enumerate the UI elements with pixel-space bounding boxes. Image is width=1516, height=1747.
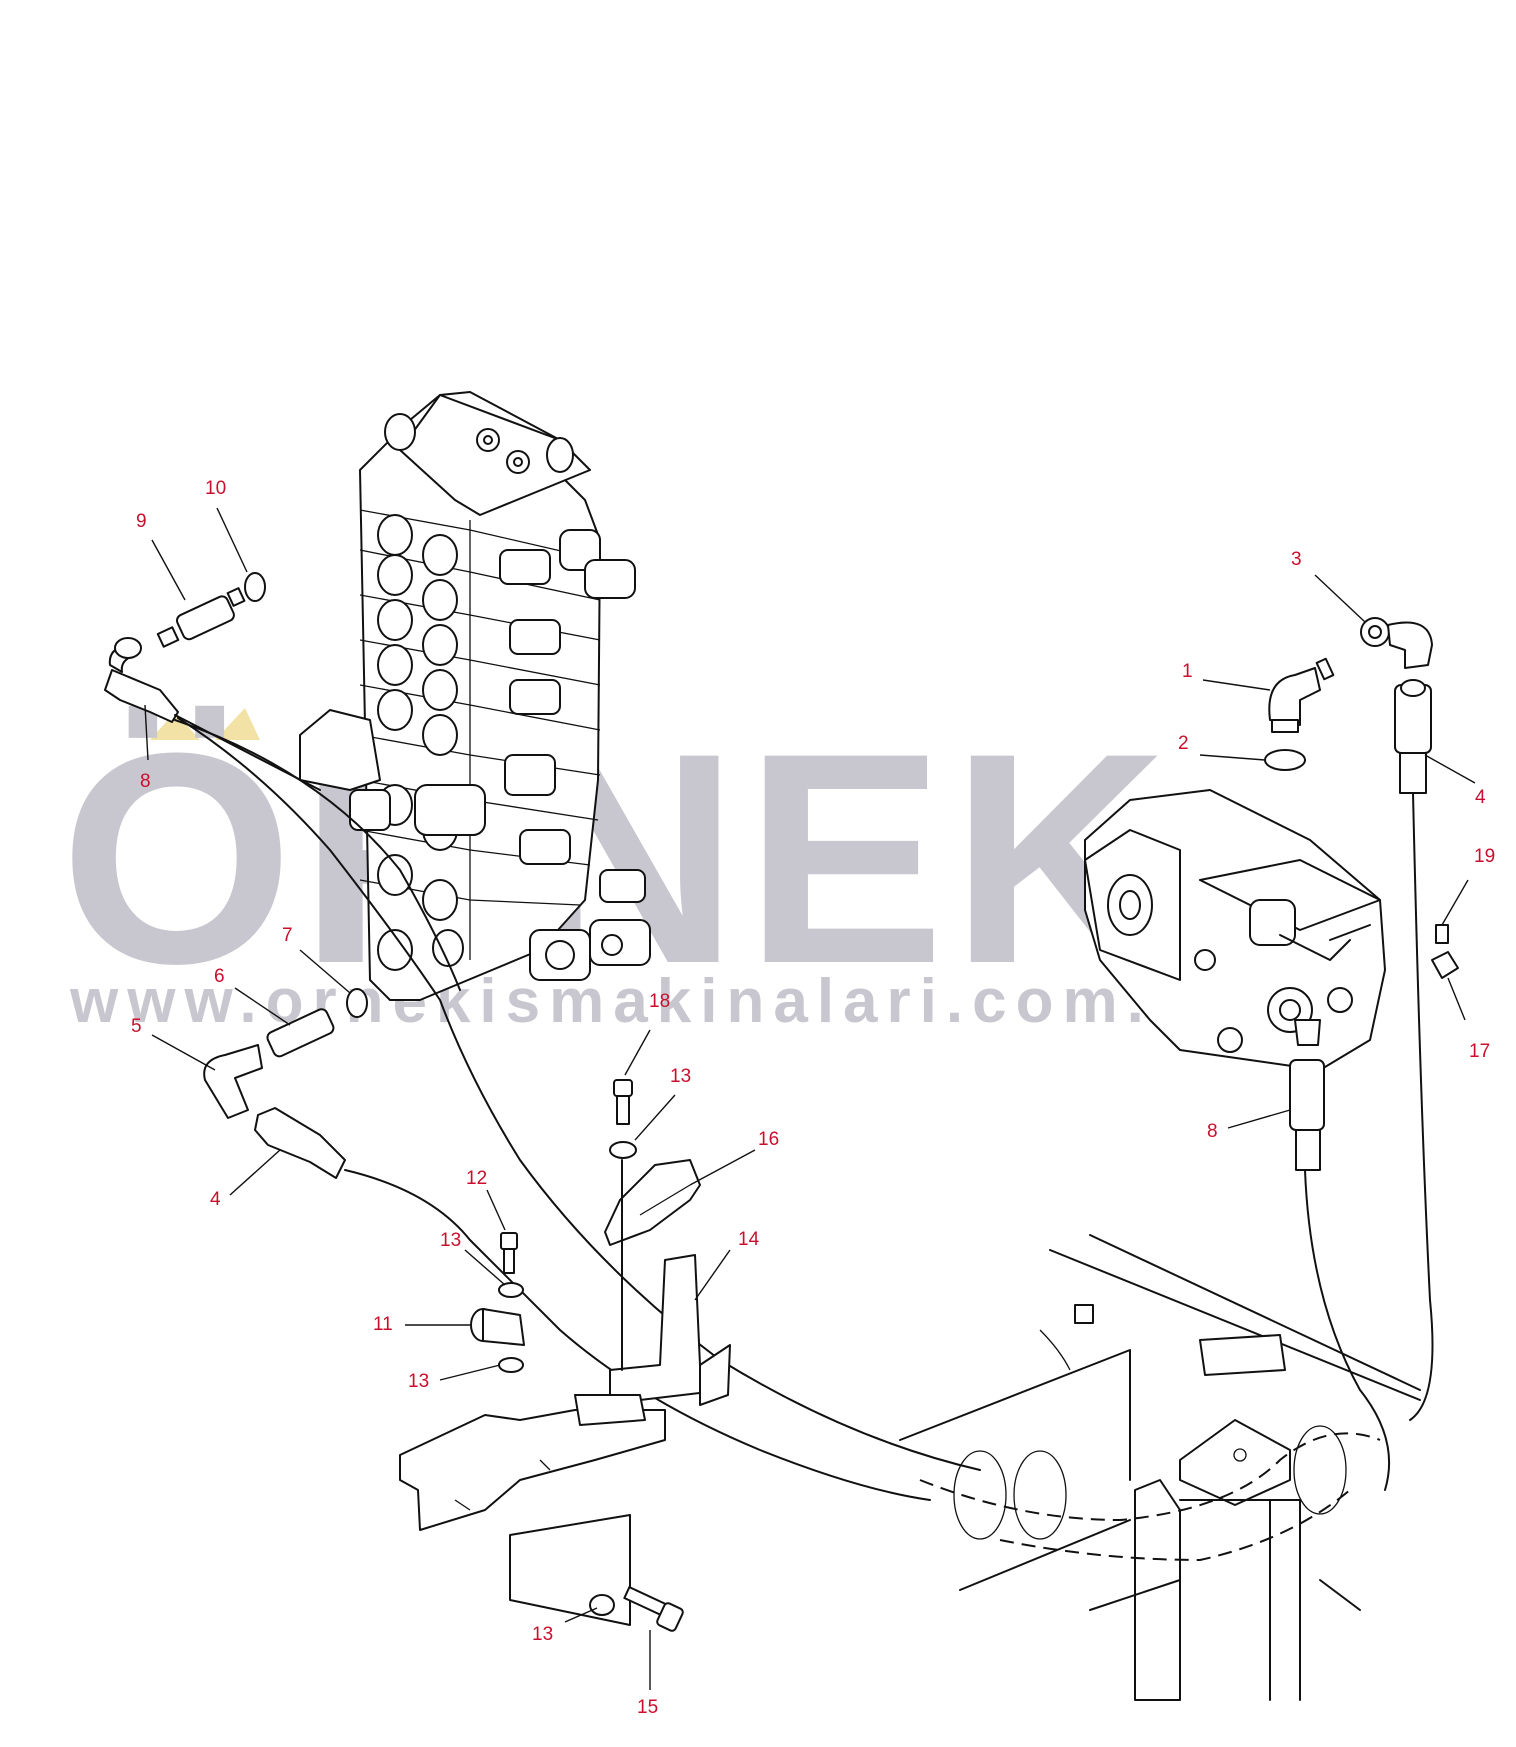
callout-10: 10 [205, 478, 226, 499]
callout-18: 18 [649, 991, 670, 1012]
watermark-brand: ÖRNEK [60, 690, 1173, 1026]
callout-13-bracket: 13 [670, 1066, 691, 1087]
callout-15: 15 [637, 1697, 658, 1718]
callout-8-right: 8 [1207, 1121, 1218, 1142]
callout-labels: 10 9 8 7 6 5 4 12 13 11 13 18 13 16 14 1… [131, 478, 1495, 1718]
callout-16: 16 [758, 1129, 779, 1150]
clamp-bracket-assembly [399, 1079, 731, 1632]
callout-17: 17 [1469, 1041, 1490, 1062]
watermark-url: www.ornekismakinalari.com.tr [69, 967, 1216, 1036]
callout-11: 11 [373, 1314, 393, 1335]
control-valve-assembly [299, 391, 651, 1001]
callout-4-right: 4 [1475, 787, 1486, 808]
pump-assembly [1084, 789, 1386, 1071]
callout-2: 2 [1178, 733, 1189, 754]
watermark: ÖRNEK www.ornekismakinalari.com.tr [60, 690, 1216, 1036]
callout-14: 14 [738, 1229, 760, 1250]
callout-3: 3 [1291, 549, 1302, 570]
callout-4-left: 4 [210, 1189, 221, 1210]
callout-19: 19 [1474, 846, 1495, 867]
right-fittings [1264, 617, 1459, 1491]
leader-lines [144, 507, 1476, 1690]
callout-9: 9 [136, 511, 147, 532]
watermark-accent-right [215, 708, 260, 740]
callout-5: 5 [131, 1016, 142, 1037]
callout-1: 1 [1182, 661, 1193, 682]
callout-13-clamp-top: 13 [440, 1230, 461, 1251]
callout-7: 7 [282, 925, 293, 946]
callout-6: 6 [214, 966, 225, 987]
callout-13-lower: 13 [532, 1624, 553, 1645]
watermark-accent-left [150, 712, 200, 740]
machine-frame [899, 1234, 1421, 1701]
left-hose-assembly [104, 572, 981, 1501]
callout-12: 12 [466, 1168, 487, 1189]
callout-8-left: 8 [140, 771, 151, 792]
callout-13-clamp-bottom: 13 [408, 1371, 429, 1392]
